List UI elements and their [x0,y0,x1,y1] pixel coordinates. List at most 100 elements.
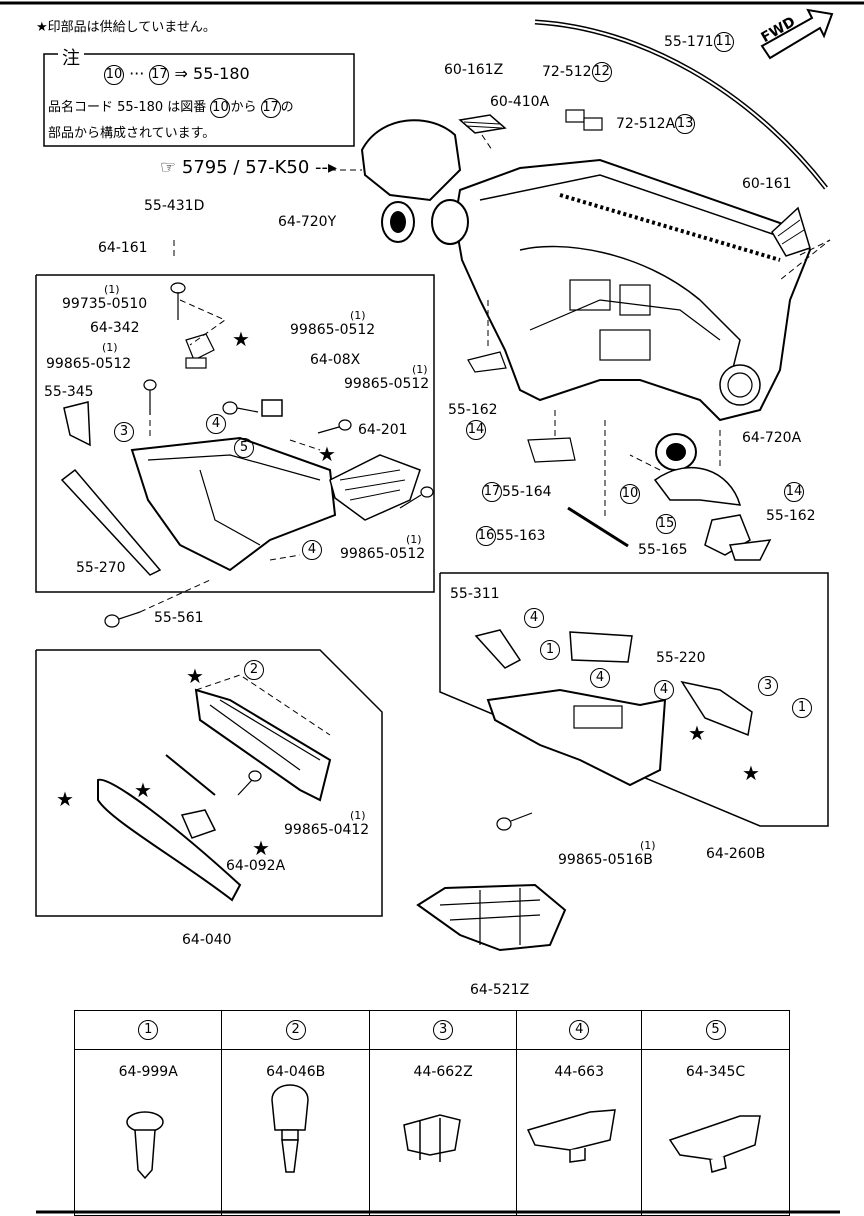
screw-99865-0516b [496,817,512,831]
circled-number: 17 [149,64,170,85]
callout-4: 4 [654,680,674,700]
label-64-720y[interactable]: 64-720Y [278,214,337,230]
callout-14: 14 [466,420,486,440]
screw-99865-0412 [248,770,262,782]
label-60-161z[interactable]: 60-161Z [444,62,504,78]
callout-4: 4 [590,668,610,688]
label-55-311[interactable]: 55-311 [450,586,500,602]
qty-label: (1) [406,533,422,546]
key-part-3[interactable]: 44-662Z [368,1049,518,1216]
svg-text:★: ★ [688,721,706,745]
qty-label: (1) [350,309,366,322]
label-64-260b[interactable]: 64-260B [706,846,766,862]
label-99865-0512-a[interactable]: 99865-0512 [290,322,376,338]
callout-14: 14 [784,482,804,502]
label-55-165[interactable]: 55-165 [638,542,688,558]
qty-label: (1) [102,341,118,354]
circled-number: 10 [210,97,231,118]
lower-panel-64-260b [486,688,667,787]
label-99865-0512-d[interactable]: 99865-0512 [340,546,426,562]
label-55-431d[interactable]: 55-431D [144,198,205,214]
note-text: から [230,100,257,115]
strip-55-163 [567,506,629,548]
key-part-2[interactable]: 64-046B [221,1049,370,1216]
label-64-161[interactable]: 64-161 [98,240,148,256]
callout-4: 4 [206,414,226,434]
label-55-162-left[interactable]: 55-162 [448,402,498,418]
box-64-161 [35,274,435,593]
clip-key-table: 1 2 3 4 5 64-999A 64-046B 44-662Z 44-663… [73,1010,790,1216]
label-99865-0512-c[interactable]: 99865-0512 [344,376,430,392]
label-64-521z[interactable]: 64-521Z [470,982,530,998]
trim-55-162-left [467,351,507,373]
label-55-345[interactable]: 55-345 [44,384,94,400]
label-72-512a [583,117,603,131]
key-header-1: 1 [73,1010,223,1050]
callout-1: 1 [540,640,560,660]
part-55-345 [63,401,91,447]
trim-55-164 [527,437,576,463]
svg-text:★: ★ [742,761,760,785]
glove-box-housing [130,436,337,572]
label-99865-0412[interactable]: 99865-0412 [284,822,370,838]
label-64-720a[interactable]: 64-720A [742,430,802,446]
screw-99865-a [143,379,157,391]
damper-rod [165,754,216,796]
label-64-092a[interactable]: 64-092A [226,858,286,874]
label-55-270[interactable]: 55-270 [76,560,126,576]
note-target: 55-180 [193,64,250,83]
qty-label: (1) [640,839,656,852]
svg-text:★: ★ [232,327,250,351]
qty-label: (1) [104,283,120,296]
callout-3: 3 [114,422,134,442]
key-header-5: 5 [641,1010,790,1050]
key-part-5[interactable]: 64-345C [641,1049,790,1216]
label-72-512 [565,109,585,123]
screw-99865-d [420,486,434,498]
label-99865-0516b[interactable]: 99865-0516B [558,852,653,868]
box-64-260b [439,572,829,827]
note-line1: 10 ··· 17 ⇒ 55-180 [104,64,250,85]
part-64-201 [329,454,421,521]
key-part-1[interactable]: 64-999A [73,1049,223,1216]
part-55-220 [569,631,633,663]
box-64-040 [35,649,383,917]
note-text: の [280,100,294,115]
callout-10: 10 [620,484,640,504]
callout-1: 1 [792,698,812,718]
qty-label: (1) [350,809,366,822]
label-60-410a[interactable]: 60-410A [490,94,550,110]
part-64-342 [185,333,215,361]
circled-number: 10 [104,64,124,85]
key-part-4[interactable]: 44-663 [516,1049,643,1216]
label-55-220[interactable]: 55-220 [656,650,706,666]
trim-55-162-right [728,539,772,561]
callout-2: 2 [244,660,264,680]
note-title: 注 [58,44,84,70]
circled-number: 17 [260,97,281,118]
label-64-201[interactable]: 64-201 [358,422,408,438]
svg-text:★: ★ [318,442,336,466]
label-60-161[interactable]: 60-161 [742,176,792,192]
label-55-162-right[interactable]: 55-162 [766,508,816,524]
svg-text:★: ★ [134,778,152,802]
label-55-561[interactable]: 55-561 [154,610,204,626]
vent-60-161 [771,206,811,257]
callout-15: 15 [656,514,676,534]
ref-label[interactable]: ☞ 5795 / 57-K50 --▸ [160,157,338,178]
label-64-342[interactable]: 64-342 [90,320,140,336]
key-header-4: 4 [516,1010,643,1050]
pointing-hand-icon: ☞ [160,157,177,178]
label-99735-0510[interactable]: 99735-0510 [62,296,148,312]
label-64-040[interactable]: 64-040 [182,932,232,948]
screw-99865-c [338,419,352,431]
part-64-08x [261,399,283,417]
label-99865-0512-b[interactable]: 99865-0512 [46,356,132,372]
label-64-08x[interactable]: 64-08X [310,352,361,368]
